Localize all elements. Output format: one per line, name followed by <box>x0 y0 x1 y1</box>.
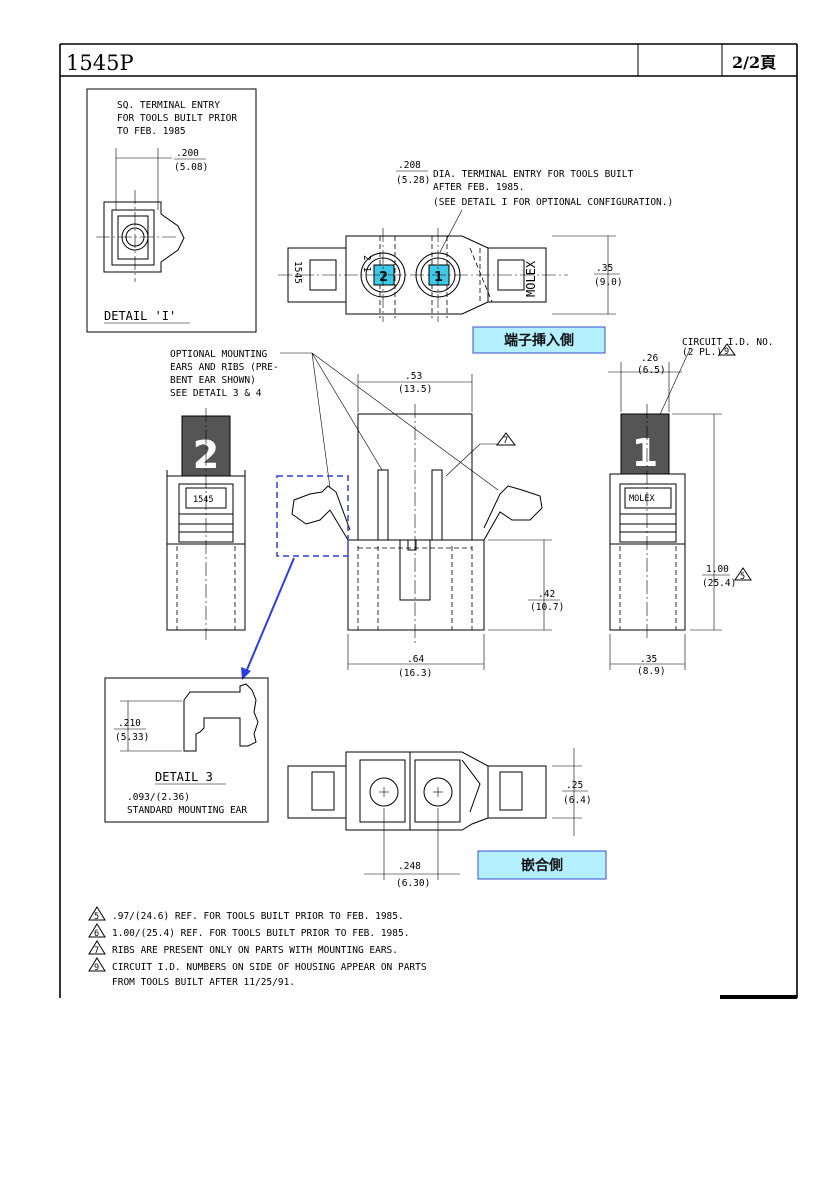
mating-side-label: 嵌合側 <box>477 850 607 880</box>
top-side-small: 2 1 <box>361 255 372 272</box>
front-width-top-in: .53 <box>405 371 422 382</box>
ear-note-line-2: EARS AND RIBS (PRE- <box>170 362 279 373</box>
ear-note-line-1: OPTIONAL MOUNTING <box>170 349 268 360</box>
note-4-flag: 9 <box>94 963 99 973</box>
right-circuit-number: 1 <box>632 431 658 475</box>
top-cavity-1-label: 1 <box>434 270 443 285</box>
detail-1-dim-mm: (5.08) <box>174 162 208 173</box>
top-note-line-2: AFTER FEB. 1985. <box>433 182 525 193</box>
top-height-in: .35 <box>596 263 613 274</box>
right-marking: MOLEX <box>629 494 655 504</box>
insertion-side-label: 端子挿入側 <box>472 326 606 354</box>
note-3-flag: 7 <box>94 946 99 956</box>
circuit-note-line-1: CIRCUIT I.D. NO. <box>682 337 774 348</box>
insertion-side-text: 端子挿入側 <box>504 332 574 349</box>
left-marking: 1545 <box>193 495 213 505</box>
mating-side-text: 嵌合側 <box>521 857 563 874</box>
detail-1-title: DETAIL 'I' <box>104 309 176 323</box>
front-height-mm: (10.7) <box>530 602 564 613</box>
front-width-bottom-mm: (16.3) <box>398 668 432 679</box>
right-width-bottom-mm: (8.9) <box>637 666 666 677</box>
detail-3-box: .210 (5.33) DETAIL 3 .093/(2.36) STANDAR… <box>104 677 269 823</box>
ear-note-line-3: BENT EAR SHOWN) <box>170 375 256 386</box>
detail-1-note-line-2: FOR TOOLS BUILT PRIOR <box>117 113 237 124</box>
right-width-bottom-in: .35 <box>640 654 657 665</box>
bottom-view: .25 (6.4) .248 (6.30) <box>287 748 592 889</box>
bottom-height-mm: (6.4) <box>563 795 592 806</box>
bottom-pitch-mm: (6.30) <box>396 878 430 889</box>
ear-note-line-4: SEE DETAIL 3 & 4 <box>170 388 262 399</box>
detail-1-box: SQ. TERMINAL ENTRY FOR TOOLS BUILT PRIOR… <box>86 88 257 333</box>
top-height-mm: (9.0) <box>594 277 623 288</box>
notes-list: 5 .97/(24.6) REF. FOR TOOLS BUILT PRIOR … <box>88 906 427 988</box>
top-note-line-3: (SEE DETAIL I FOR OPTIONAL CONFIGURATION… <box>433 197 673 208</box>
top-dia-in: .208 <box>398 160 421 171</box>
front-width-top-mm: (13.5) <box>398 384 432 395</box>
detail-3-dim-in: .210 <box>118 718 141 729</box>
bottom-pitch-in: .248 <box>398 861 421 872</box>
top-view: .208 (5.28) DIA. TERMINAL ENTRY FOR TOOL… <box>278 160 673 322</box>
note-1-flag: 5 <box>94 912 99 922</box>
right-width-top-in: .26 <box>641 353 658 364</box>
note-4-text-line-2: FROM TOOLS BUILT AFTER 11/25/91. <box>112 977 295 988</box>
circuit-flag: 9 <box>724 347 729 357</box>
front-view: OPTIONAL MOUNTING EARS AND RIBS (PRE- BE… <box>170 349 564 679</box>
detail-3-note-line-2: STANDARD MOUNTING EAR <box>127 805 247 816</box>
right-height-in: 1.00 <box>706 564 729 575</box>
right-width-top-mm: (6.5) <box>637 365 666 376</box>
part-number-title: 1545P <box>66 51 134 75</box>
bottom-height-in: .25 <box>566 780 583 791</box>
page-number: 2/2頁 <box>732 53 776 72</box>
top-side-text-right: MOLEX <box>524 260 538 297</box>
top-dia-mm: (5.28) <box>396 175 430 186</box>
circuit-note-line-2: (2 PL.) <box>682 347 722 358</box>
note-4-text-line-1: CIRCUIT I.D. NUMBERS ON SIDE OF HOUSING … <box>112 962 427 973</box>
right-height-mm: (25.4) <box>702 578 736 589</box>
detail-3-title: DETAIL 3 <box>155 770 213 784</box>
note-1-text: .97/(24.6) REF. FOR TOOLS BUILT PRIOR TO… <box>112 911 404 922</box>
detail-3-dim-mm: (5.33) <box>115 732 149 743</box>
detail-1-note-line-1: SQ. TERMINAL ENTRY <box>117 100 220 111</box>
front-rib-flag: 7 <box>503 436 508 446</box>
front-width-bottom-in: .64 <box>407 654 424 665</box>
top-cavity-2-label: 2 <box>379 270 388 285</box>
detail-1-note-line-3: TO FEB. 1985 <box>117 126 186 137</box>
detail-3-callout <box>241 475 349 680</box>
sheet-frame <box>59 43 798 999</box>
note-3-text: RIBS ARE PRESENT ONLY ON PARTS WITH MOUN… <box>112 945 398 956</box>
detail-3-note-line-1: .093/(2.36) <box>127 792 190 803</box>
note-2-flag: 6 <box>94 929 99 939</box>
top-note-line-1: DIA. TERMINAL ENTRY FOR TOOLS BUILT <box>433 169 633 180</box>
right-height-flag: 5 <box>740 572 745 582</box>
top-side-text-left: 1545 <box>292 261 303 284</box>
right-side-view: CIRCUIT I.D. NO. (2 PL.) 9 .26 (6.5) 1 M… <box>608 337 774 677</box>
front-height-in: .42 <box>538 589 555 600</box>
note-2-text: 1.00/(25.4) REF. FOR TOOLS BUILT PRIOR T… <box>112 928 409 939</box>
left-side-view: 2 1545 <box>166 408 246 640</box>
detail-1-dim-in: .200 <box>176 148 199 159</box>
